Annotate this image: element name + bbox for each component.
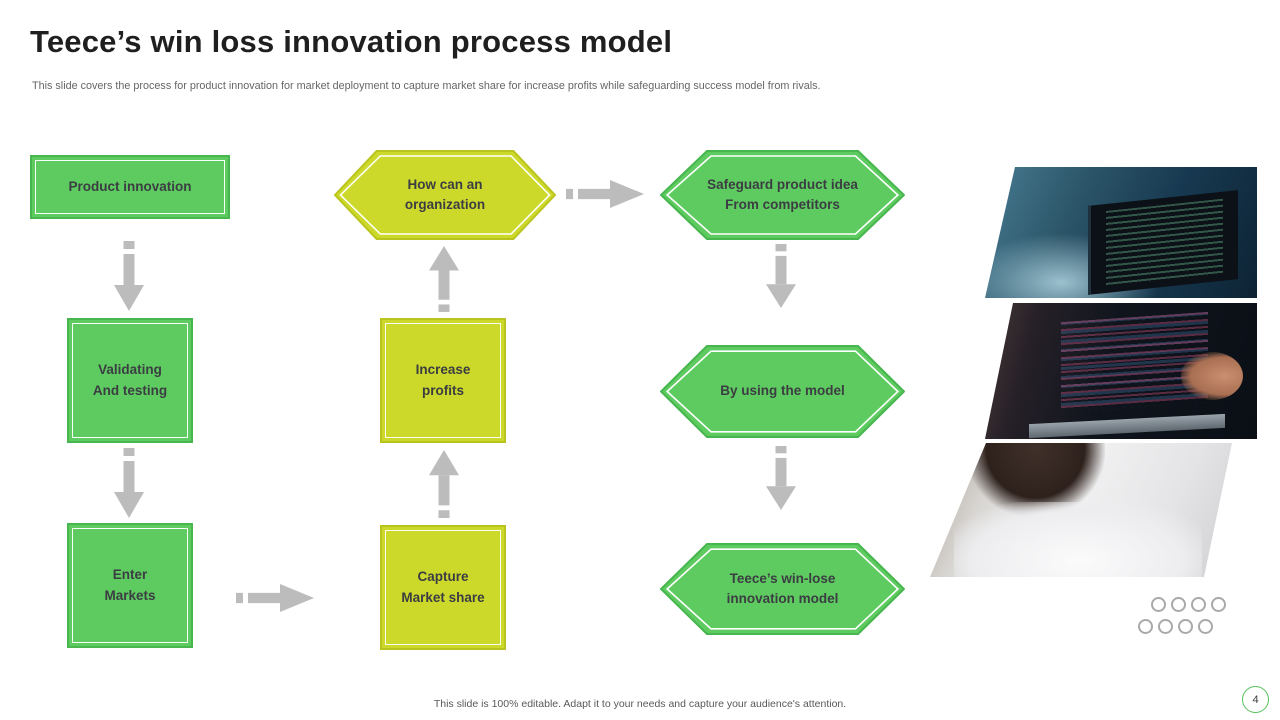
circle-outline-icon (1191, 597, 1206, 612)
page-number-badge: 4 (1242, 686, 1269, 713)
node-by-using-model: By using the model (660, 345, 905, 438)
slide-subtitle: This slide covers the process for produc… (32, 80, 821, 92)
right-arrow-icon (236, 584, 314, 612)
laptop-base-shape (1028, 413, 1225, 438)
footer-note: This slide is 100% editable. Adapt it to… (433, 698, 847, 710)
page-number: 4 (1252, 693, 1259, 706)
hexagon-shape (334, 150, 556, 240)
circle-outline-icon (1138, 619, 1153, 634)
node-product-innovation-label: Product innovation (68, 178, 192, 194)
down-arrow-icon (114, 448, 144, 518)
circle-outline-icon (1151, 597, 1166, 612)
up-arrow-icon (429, 450, 459, 518)
right-arrow-icon (566, 180, 644, 208)
slide-title: Teece’s win loss innovation process mode… (30, 24, 673, 59)
decorative-circles-row (1138, 619, 1213, 634)
circle-outline-icon (1178, 619, 1193, 634)
node-validating-testing: Validating And testing (67, 318, 193, 443)
hexagon-shape (660, 345, 905, 438)
node-increase-profits-label: Increase profits (415, 362, 471, 398)
circle-outline-icon (1158, 619, 1173, 634)
pointing-hand-shape (1181, 351, 1244, 400)
down-arrow-icon (766, 244, 796, 308)
up-arrow-icon (429, 246, 459, 312)
node-capture-market-share: Capture Market share (380, 525, 506, 650)
node-capture-market-share-label: Capture Market share (401, 569, 485, 605)
node-enter-markets: Enter Markets (67, 523, 193, 648)
node-teece-win-lose-model-label: Teece’s win-lose innovation model (726, 570, 839, 606)
node-by-using-model-label: By using the model (720, 383, 845, 399)
laptop-screen-shape (1088, 190, 1239, 296)
photo-pointing-at-code-screen (985, 303, 1257, 439)
node-safeguard-product-idea: Safeguard product idea From competitors (660, 150, 905, 240)
down-arrow-icon (766, 446, 796, 510)
node-how-can-organization: How can an organization (334, 150, 556, 240)
node-safeguard-product-idea-label: Safeguard product idea From competitors (707, 176, 858, 212)
circle-outline-icon (1211, 597, 1226, 612)
down-arrow-icon (114, 241, 144, 311)
circle-outline-icon (1171, 597, 1186, 612)
node-product-innovation: Product innovation (30, 155, 230, 219)
node-increase-profits: Increase profits (380, 318, 506, 443)
circle-outline-icon (1198, 619, 1213, 634)
node-enter-markets-label: Enter Markets (104, 567, 156, 603)
hexagon-shape (660, 543, 905, 635)
photo-laptop-code-desk (985, 167, 1257, 298)
node-how-can-organization-label: How can an organization (404, 176, 486, 212)
node-validating-testing-label: Validating And testing (92, 362, 168, 398)
decorative-circles-row (1151, 597, 1226, 612)
photo-person-white-shirt (930, 443, 1232, 577)
hexagon-shape (660, 150, 905, 240)
node-teece-win-lose-model: Teece’s win-lose innovation model (660, 543, 905, 635)
